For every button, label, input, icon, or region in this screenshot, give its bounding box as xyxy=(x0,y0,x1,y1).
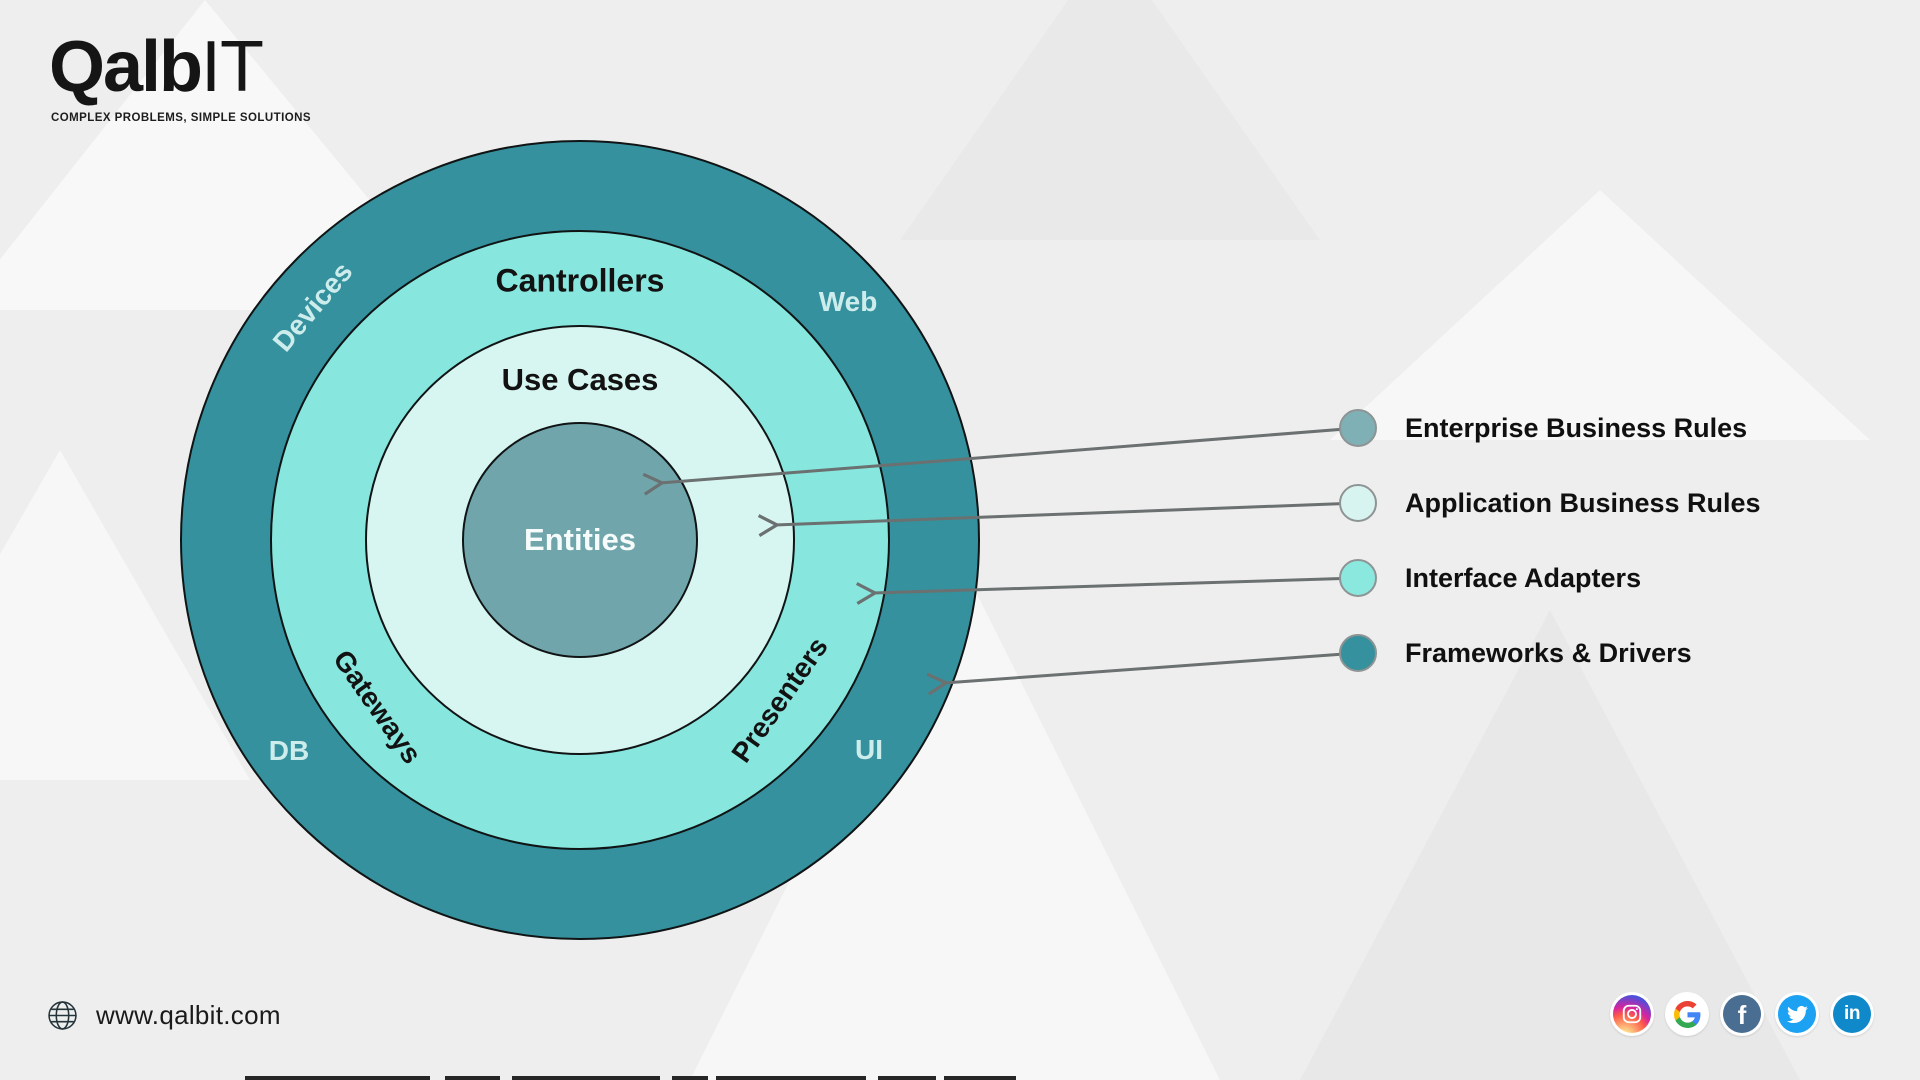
legend-item-frameworks: Frameworks & Drivers xyxy=(1339,634,1761,672)
legend-label: Enterprise Business Rules xyxy=(1405,412,1748,443)
arrow-to-frameworks xyxy=(926,651,1359,696)
facebook-icon[interactable]: f xyxy=(1720,992,1764,1036)
legend-dot-application xyxy=(1339,484,1377,522)
legend: Enterprise Business Rules Application Bu… xyxy=(1339,409,1761,709)
legend-dot-frameworks xyxy=(1339,634,1377,672)
website-url[interactable]: www.qalbit.com xyxy=(96,1000,281,1030)
brand-logo-primary: Qalb xyxy=(49,27,203,107)
instagram-icon[interactable] xyxy=(1610,992,1654,1036)
brand-logo-secondary: IT xyxy=(201,27,264,107)
legend-label: Application Business Rules xyxy=(1405,487,1761,518)
background-shape xyxy=(1330,190,1870,440)
legend-label: Frameworks & Drivers xyxy=(1405,637,1692,668)
globe-icon xyxy=(48,1001,77,1030)
circle-entities xyxy=(462,422,698,658)
label-entities: Entities xyxy=(524,522,636,557)
linkedin-icon[interactable]: in xyxy=(1830,992,1874,1036)
legend-dot-interface xyxy=(1339,559,1377,597)
brand-logo: QalbIT xyxy=(49,27,264,107)
label-db: DB xyxy=(268,735,310,766)
google-icon[interactable] xyxy=(1665,992,1709,1036)
twitter-icon[interactable] xyxy=(1775,992,1819,1036)
brand-tagline: COMPLEX PROBLEMS, SIMPLE SOLUTIONS xyxy=(51,112,312,124)
label-web: Web xyxy=(818,286,878,317)
legend-item-interface: Interface Adapters xyxy=(1339,559,1761,597)
legend-dot-enterprise xyxy=(1339,409,1377,447)
background-shape xyxy=(900,0,1320,240)
label-use-cases: Use Cases xyxy=(501,362,659,397)
footer-website: www.qalbit.com xyxy=(47,1000,281,1031)
legend-item-enterprise: Enterprise Business Rules xyxy=(1339,409,1761,447)
social-links: f in xyxy=(1610,992,1874,1036)
label-ui: UI xyxy=(855,734,883,765)
label-controllers: Cantrollers xyxy=(495,262,665,299)
legend-label: Interface Adapters xyxy=(1405,562,1642,593)
legend-item-application: Application Business Rules xyxy=(1339,484,1761,522)
